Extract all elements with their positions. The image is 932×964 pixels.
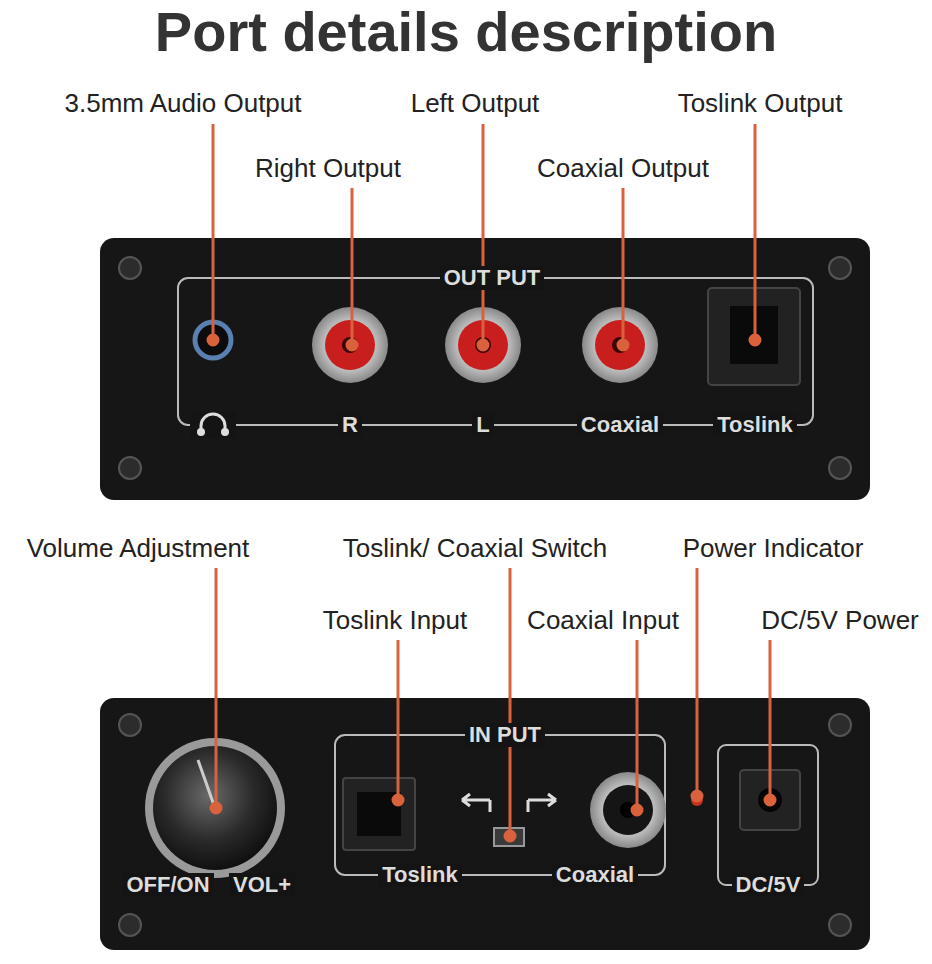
port-marking: Toslink: [713, 413, 796, 437]
callout-label: Toslink Output: [676, 89, 845, 118]
leader-lines: [208, 124, 775, 841]
panel-heading: IN PUT: [465, 723, 545, 747]
switch: [494, 828, 524, 846]
callout-label: DC/5V Power: [759, 606, 921, 635]
port-marking: DC/5V: [732, 873, 805, 897]
control-marking: VOL+: [229, 873, 295, 897]
control-marking: OFF/ON: [122, 873, 213, 897]
port-marking: R: [338, 413, 362, 437]
callout-label: Volume Adjustment: [25, 534, 252, 563]
callout-label: Toslink/ Coaxial Switch: [341, 534, 609, 563]
switch-arrow: [528, 794, 556, 806]
port-marking: Coaxial: [577, 413, 663, 437]
port-marking: Coaxial: [552, 863, 638, 887]
callout-label: Coaxial Output: [535, 154, 711, 183]
knob-indicator: [198, 760, 215, 808]
port-marking: Toslink: [378, 863, 461, 887]
callout-label: Right Output: [253, 154, 403, 183]
headphone-icon: [201, 414, 225, 432]
panel-heading: OUT PUT: [440, 266, 545, 290]
callout-label: Power Indicator: [681, 534, 866, 563]
callout-label: Toslink Input: [321, 606, 470, 635]
callout-label: 3.5mm Audio Output: [62, 89, 303, 118]
callout-label: Coaxial Input: [525, 606, 681, 635]
callout-label: Left Output: [409, 89, 542, 118]
port-marking: L: [472, 413, 493, 437]
page-title: Port details description: [155, 1, 777, 63]
switch-arrow: [462, 794, 490, 806]
